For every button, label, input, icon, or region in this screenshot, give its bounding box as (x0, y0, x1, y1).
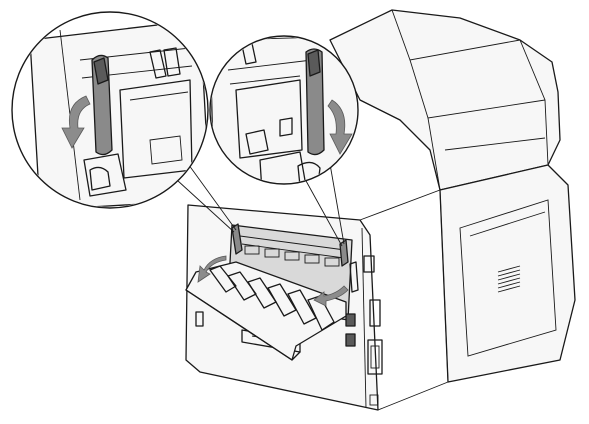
callout-line-right-2 (329, 163, 345, 245)
small-arrow-right (313, 285, 349, 307)
zoom-circle-left (11, 11, 209, 209)
callout-line-right (299, 169, 343, 247)
cover-ribs (209, 265, 335, 331)
curved-arrow-down-icon (327, 99, 353, 155)
zoom-circle-right (209, 35, 359, 185)
small-lever-right (339, 239, 359, 293)
small-lever-left (231, 223, 243, 255)
back-cover-open (185, 261, 347, 361)
fuser-rollers (244, 245, 340, 267)
curved-arrow-down-left-icon (61, 95, 91, 149)
interface-ports (345, 255, 383, 406)
side-vent (497, 265, 521, 293)
small-arrow-left (197, 255, 227, 283)
printer-body (185, 9, 576, 411)
